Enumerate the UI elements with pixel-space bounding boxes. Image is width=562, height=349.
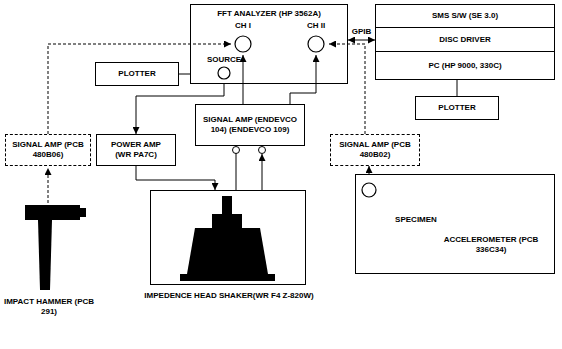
impact-hammer-illustration: [25, 205, 86, 290]
specimen-box: SPECIMEN ACCELEROMETER (PCB 336C34): [355, 174, 555, 274]
node-text: IMPEDENCE HEAD SHAKER(WR F4 Z-820W): [131, 291, 327, 301]
node-text: SIGNAL AMP (ENDEVCO 104) (ENDEVCO 109): [202, 115, 298, 134]
cable-line: [457, 80, 458, 96]
analyzer-box: FFT ANALYZER (HP 3562A) SOURCE CH I CH II: [190, 4, 348, 84]
accelerometer-symbol: [362, 183, 376, 197]
cable-line: [243, 55, 244, 104]
channel-connector: [307, 35, 325, 53]
signal-amp-box: SIGNAL AMP (PCB 480B02): [330, 134, 420, 166]
node-text: SMS S/W (SE 3.0): [432, 11, 498, 21]
signal-amp-box: SIGNAL AMP (PCB 480B06): [5, 134, 91, 166]
bus-label: GPIB: [352, 27, 372, 37]
node-text: ACCELEROMETER (PCB 336C34): [436, 235, 546, 254]
device-label: IMPACT HAMMER (PCB 291): [3, 297, 95, 316]
source-connector: [218, 67, 230, 79]
channel-connector: [235, 36, 251, 52]
pc-band: PC (HP 9000, 330C): [375, 52, 555, 80]
cable-line: [136, 166, 215, 190]
channel-input: CH II: [303, 21, 329, 55]
cable-line: [348, 40, 375, 41]
disc-band: DISC DRIVER: [375, 28, 555, 52]
channel-label: CH I: [231, 21, 255, 31]
power-amp-box: POWER AMP (WR PA7C): [96, 134, 176, 166]
channel-label: CH II: [303, 21, 329, 31]
channel-input: CH I: [231, 21, 255, 55]
node-text: PLOTTER: [118, 69, 155, 79]
node-text: FFT ANALYZER (HP 3562A): [191, 9, 347, 19]
amp-input-connector: [259, 147, 266, 154]
node-text: DISC DRIVER: [439, 35, 491, 45]
impedance-head-wire: [236, 151, 237, 190]
signal-amp-box: SIGNAL AMP (ENDEVCO 104) (ENDEVCO 109): [195, 104, 305, 146]
shaker-box: IMPEDENCE HEAD SHAKER(WR F4 Z-820W): [150, 190, 306, 285]
node-text: SOURCE: [199, 55, 249, 65]
cable-line: [262, 154, 263, 190]
channel-connector: [234, 35, 252, 53]
cable-line: [290, 55, 316, 104]
node-text: SPECIMEN: [376, 215, 456, 225]
plotter-box: PLOTTER: [95, 62, 179, 86]
hammer-signal-line: [48, 168, 49, 203]
node-text: PLOTTER: [438, 103, 475, 113]
signal-line-dashed: [369, 166, 370, 174]
shaker-illustration: [180, 196, 275, 281]
cable-line: [179, 74, 190, 75]
plotter-box: PLOTTER: [415, 96, 499, 120]
node-text: SIGNAL AMP (PCB 480B02): [337, 140, 413, 159]
amp-input-connector: [233, 147, 240, 154]
node-text: SIGNAL AMP (PCB 480B06): [12, 140, 84, 159]
signal-line-dashed: [329, 44, 365, 134]
node-text: PC (HP 9000, 330C): [428, 61, 501, 71]
node-text: POWER AMP (WR PA7C): [103, 140, 169, 159]
channel-connector: [308, 36, 324, 52]
software-band: SMS S/W (SE 3.0): [375, 4, 555, 28]
